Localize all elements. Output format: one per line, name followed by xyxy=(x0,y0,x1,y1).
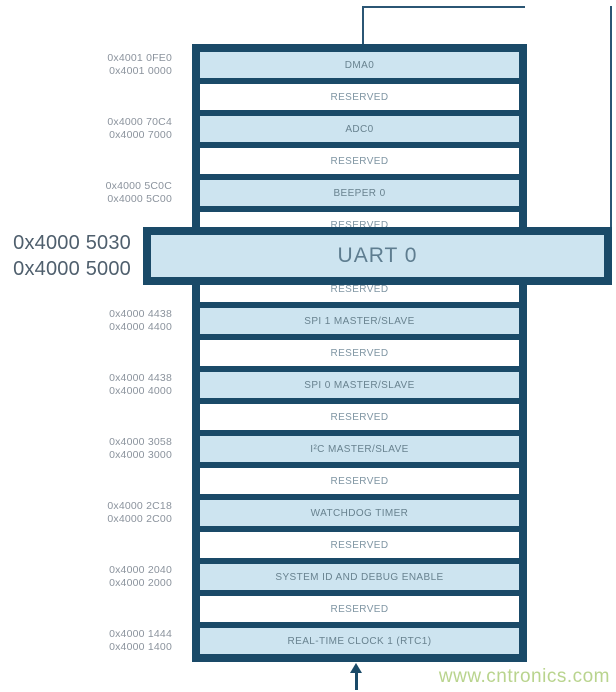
row-label: I²C MASTER/SLAVE xyxy=(310,443,409,455)
reserved-row: RESERVED xyxy=(200,468,519,494)
uart0-callout-box: UART 0 xyxy=(143,227,612,285)
address-high: 0x4000 2C18 xyxy=(107,499,172,512)
address-low: 0x4000 1400 xyxy=(109,641,172,653)
address-high: 0x4000 5C0C xyxy=(105,179,172,192)
row-label: RESERVED xyxy=(330,539,389,551)
peripheral-row: SYSTEM ID AND DEBUG ENABLE xyxy=(200,564,519,590)
reserved-row: RESERVED xyxy=(200,340,519,366)
peripheral-row: SPI 0 MASTER/SLAVE xyxy=(200,372,519,398)
row-label: RESERVED xyxy=(330,347,389,359)
peripheral-row: I²C MASTER/SLAVE xyxy=(200,436,519,462)
reserved-row: RESERVED xyxy=(200,596,519,622)
address-low: 0x4000 2C00 xyxy=(107,513,172,525)
address-high: 0x4000 1444 xyxy=(109,627,172,640)
row-label: RESERVED xyxy=(330,475,389,487)
up-arrow-head xyxy=(350,663,362,673)
address-low: 0x4000 4000 xyxy=(109,385,172,397)
reserved-row: RESERVED xyxy=(200,148,519,174)
row-label: SYSTEM ID AND DEBUG ENABLE xyxy=(275,571,444,583)
uart0-address-low: 0x4000 5000 xyxy=(13,258,131,280)
peripheral-row: WATCHDOG TIMER xyxy=(200,500,519,526)
row-label: RESERVED xyxy=(330,411,389,423)
peripheral-row: DMA0 xyxy=(200,52,519,78)
row-label: BEEPER 0 xyxy=(333,187,386,199)
watermark-text: www.cntronics.com xyxy=(438,666,610,687)
peripheral-row: SPI 1 MASTER/SLAVE xyxy=(200,308,519,334)
callout-connector-right-line xyxy=(610,6,612,229)
address-high: 0x4000 3058 xyxy=(109,435,172,448)
address-low: 0x4000 2000 xyxy=(109,577,172,589)
peripheral-row: ADC0 xyxy=(200,116,519,142)
uart0-address-range: 0x4000 5030 0x4000 5000 xyxy=(0,230,131,282)
address-low: 0x4000 5C00 xyxy=(107,193,172,205)
uart0-address-high: 0x4000 5030 xyxy=(13,232,131,254)
address-high: 0x4001 0FE0 xyxy=(107,51,172,64)
reserved-row: RESERVED xyxy=(200,84,519,110)
callout-connector-stem-line xyxy=(362,6,364,46)
address-low: 0x4001 0000 xyxy=(109,65,172,77)
row-label: RESERVED xyxy=(330,603,389,615)
row-label: DMA0 xyxy=(344,59,375,71)
peripheral-row: REAL-TIME CLOCK 1 (RTC1) xyxy=(200,628,519,654)
row-label: SPI 0 MASTER/SLAVE xyxy=(304,379,415,391)
reserved-row: RESERVED xyxy=(200,404,519,430)
row-label: RESERVED xyxy=(330,283,389,295)
address-high: 0x4000 4438 xyxy=(109,371,172,384)
reserved-row: RESERVED xyxy=(200,532,519,558)
address-high: 0x4000 4438 xyxy=(109,307,172,320)
row-label: RESERVED xyxy=(330,219,389,231)
row-label: SPI 1 MASTER/SLAVE xyxy=(304,315,415,327)
address-high: 0x4000 2040 xyxy=(109,563,172,576)
uart0-callout-label: UART 0 xyxy=(337,244,418,267)
row-label: ADC0 xyxy=(345,123,374,135)
address-low: 0x4000 4400 xyxy=(109,321,172,333)
row-label: RESERVED xyxy=(330,91,389,103)
address-high: 0x4000 70C4 xyxy=(107,115,172,128)
address-low: 0x4000 7000 xyxy=(109,129,172,141)
up-arrow-shaft xyxy=(354,671,358,690)
up-arrow-icon xyxy=(345,663,367,691)
row-label: REAL-TIME CLOCK 1 (RTC1) xyxy=(287,635,432,647)
row-label: RESERVED xyxy=(330,155,389,167)
address-low: 0x4000 3000 xyxy=(109,449,172,461)
callout-connector-top-line xyxy=(362,6,525,8)
peripheral-row: BEEPER 0 xyxy=(200,180,519,206)
row-label: WATCHDOG TIMER xyxy=(310,507,409,519)
